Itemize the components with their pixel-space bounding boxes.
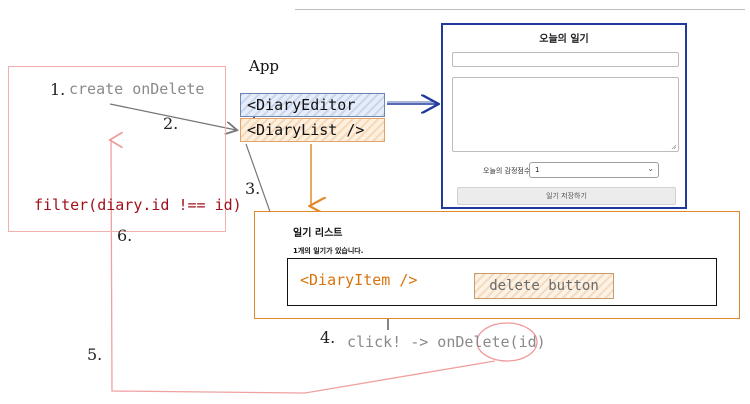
callback-box	[8, 66, 226, 232]
diary-editor-component: <DiaryEditor />	[240, 93, 385, 132]
top-divider	[295, 9, 745, 10]
resize-handle-icon	[671, 144, 677, 150]
diary-list-component: <DiaryList />	[240, 118, 385, 142]
diary-item-box: <DiaryItem /> delete button	[287, 258, 717, 306]
step-3-label: 3.	[245, 179, 261, 198]
step-1-label: 1.	[50, 80, 66, 99]
list-title: 일기 리스트	[293, 228, 343, 239]
step-5-label: 5.	[87, 345, 103, 364]
content-textarea[interactable]	[452, 77, 679, 152]
create-ondelete-label: create onDelete	[69, 80, 205, 98]
step-6-label: 6.	[117, 226, 133, 245]
arrow-ondelete-to-list	[109, 103, 236, 130]
emotion-select-value: 1	[535, 166, 540, 174]
click-ondelete-label: click! -> onDelete(id)	[347, 333, 546, 351]
app-label: App	[249, 57, 280, 75]
step-2-label: 2.	[163, 114, 179, 133]
id-circle	[476, 322, 538, 362]
editor-title: 오늘의 일기	[539, 34, 589, 45]
save-diary-button[interactable]: 일기 저장하기	[457, 187, 676, 205]
emotion-label: 오늘의 감정점수 :	[483, 167, 535, 175]
diary-item-label: <DiaryItem />	[300, 271, 418, 289]
arrow-loop-back	[111, 140, 496, 394]
step-4-label: 4.	[320, 328, 336, 347]
filter-label: filter(diary.id !== id)	[34, 196, 242, 214]
list-count: 1개의 일기가 있습니다.	[293, 247, 364, 255]
diary-list-panel: 일기 리스트 1개의 일기가 있습니다. <DiaryItem /> delet…	[254, 211, 740, 319]
delete-button[interactable]: delete button	[474, 273, 614, 299]
emotion-select[interactable]: 1 ⌄	[529, 162, 659, 178]
author-input[interactable]	[452, 52, 679, 67]
chevron-down-icon: ⌄	[647, 164, 654, 173]
diary-editor-panel: 오늘의 일기 오늘의 감정점수 : 1 ⌄ 일기 저장하기	[441, 23, 687, 209]
